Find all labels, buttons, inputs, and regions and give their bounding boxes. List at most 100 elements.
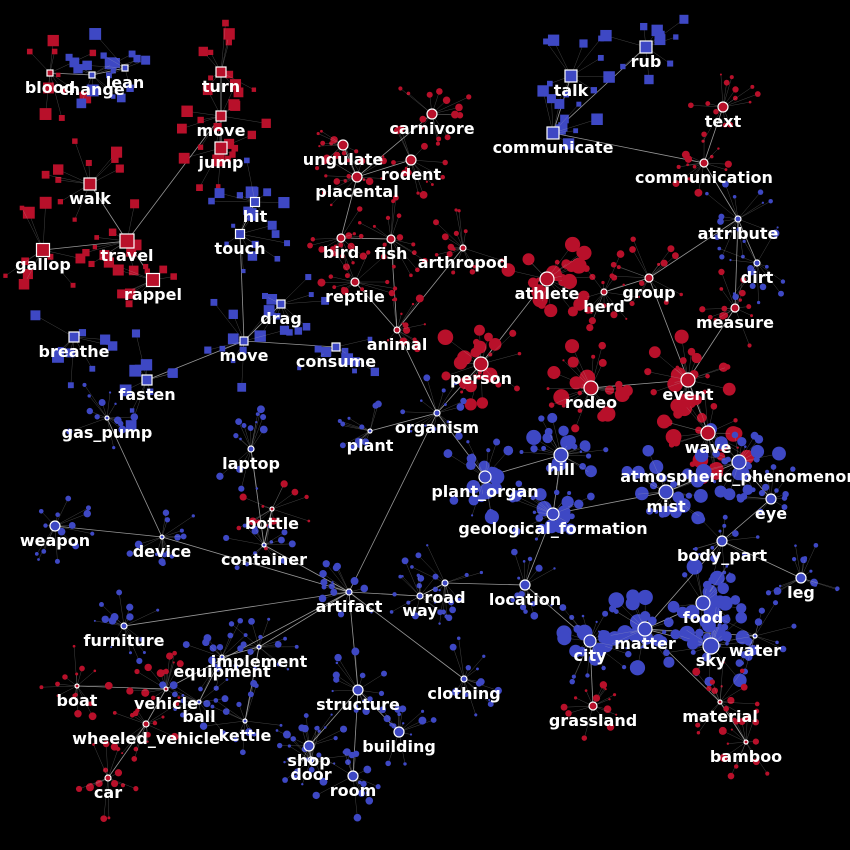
leaf-node: [692, 164, 697, 169]
leaf-node: [421, 142, 428, 150]
leaf-node: [705, 373, 710, 379]
leaf-node: [244, 562, 249, 567]
leaf-edge: [203, 720, 246, 727]
leaf-edge: [436, 383, 456, 414]
node-weapon: [49, 520, 61, 532]
leaf-edge: [342, 144, 356, 177]
leaf-node: [94, 235, 100, 240]
leaf-node: [750, 314, 754, 318]
label-move_v: move: [197, 121, 246, 140]
leaf-node: [130, 199, 140, 209]
leaf-node: [581, 614, 585, 618]
leaf-node: [398, 86, 403, 91]
node-matter: [637, 621, 653, 637]
leaf-node: [346, 173, 352, 179]
leaf-node: [694, 188, 703, 197]
leaf-edge: [354, 281, 392, 294]
leaf-node: [287, 744, 292, 748]
leaf-node: [181, 693, 185, 697]
edge-communication-attribute: [703, 162, 739, 220]
leaf-node: [380, 177, 383, 180]
leaf-node: [640, 22, 648, 31]
edge-structure-shop: [308, 689, 359, 747]
leaf-node: [744, 633, 747, 636]
leaf-node: [486, 448, 491, 453]
leaf-node: [142, 651, 146, 655]
label-blood: blood: [25, 78, 75, 97]
leaf-node: [353, 813, 362, 822]
leaf-node: [409, 273, 413, 278]
leaf-node: [360, 584, 369, 593]
leaf-node: [619, 628, 631, 641]
leaf-node: [403, 762, 407, 766]
leaf-node: [451, 110, 459, 119]
leaf-node: [216, 644, 224, 651]
leaf-node: [460, 397, 467, 405]
leaf-node: [101, 615, 109, 623]
edge-body_part-matter: [644, 540, 723, 630]
leaf-node: [108, 616, 117, 625]
leaf-node: [442, 96, 451, 104]
label-bottle: bottle: [245, 514, 299, 533]
leaf-node: [174, 533, 181, 541]
leaf-edge: [258, 508, 273, 522]
leaf-node: [340, 421, 346, 427]
leaf-edge: [444, 582, 453, 610]
leaf-edge: [675, 162, 705, 184]
label-geological_formation: geological_formation: [458, 519, 647, 538]
leaf-node: [70, 282, 76, 288]
leaf-node: [221, 695, 229, 703]
leaf-node: [52, 350, 64, 363]
leaf-node: [167, 369, 176, 378]
leaf-node: [603, 686, 606, 689]
leaf-node: [722, 180, 729, 188]
label-dirt: dirt: [741, 268, 774, 287]
leaf-node: [473, 374, 478, 379]
leaf-node: [517, 488, 525, 496]
edge-carnivore-placental: [356, 113, 433, 178]
leaf-edge: [335, 338, 371, 348]
leaf-node: [642, 444, 654, 457]
leaf-node: [686, 638, 699, 650]
leaf-node: [152, 720, 158, 726]
leaf-node: [710, 402, 718, 410]
leaf-node: [216, 472, 224, 480]
leaf-node: [455, 103, 463, 112]
leaf-node: [354, 704, 359, 709]
leaf-node: [723, 488, 736, 501]
leaf-node: [290, 736, 296, 742]
leaf-node: [47, 253, 54, 260]
leaf-edge: [744, 635, 756, 655]
leaf-node: [440, 174, 446, 180]
leaf-node: [314, 345, 322, 353]
leaf-node: [386, 339, 390, 342]
leaf-edge: [89, 395, 108, 419]
leaf-node: [251, 240, 259, 248]
leaf-node: [510, 597, 516, 603]
leaf-edge: [400, 576, 421, 597]
leaf-node: [110, 57, 120, 68]
leaf-node: [488, 698, 491, 702]
edge-artifact-furniture: [123, 591, 350, 627]
leaf-node: [94, 414, 100, 420]
leaf-node: [330, 136, 338, 144]
leaf-node: [181, 105, 193, 118]
leaf-node: [679, 357, 687, 364]
leaf-node: [561, 273, 578, 289]
leaf-node: [274, 640, 282, 648]
leaf-node: [687, 347, 696, 356]
leaf-node: [561, 274, 566, 278]
leaf-edge: [220, 33, 230, 73]
leaf-node: [530, 612, 539, 620]
leaf-edge: [730, 259, 758, 264]
label-change: change: [59, 80, 125, 99]
leaf-edge: [410, 412, 438, 432]
leaf-node: [564, 523, 576, 535]
leaf-edge: [54, 513, 88, 527]
label-structure: structure: [316, 695, 400, 714]
node-wave: [700, 425, 716, 441]
leaf-edge: [213, 302, 245, 342]
leaf-node: [470, 514, 474, 517]
leaf-node: [402, 322, 409, 329]
leaf-node: [694, 547, 698, 551]
